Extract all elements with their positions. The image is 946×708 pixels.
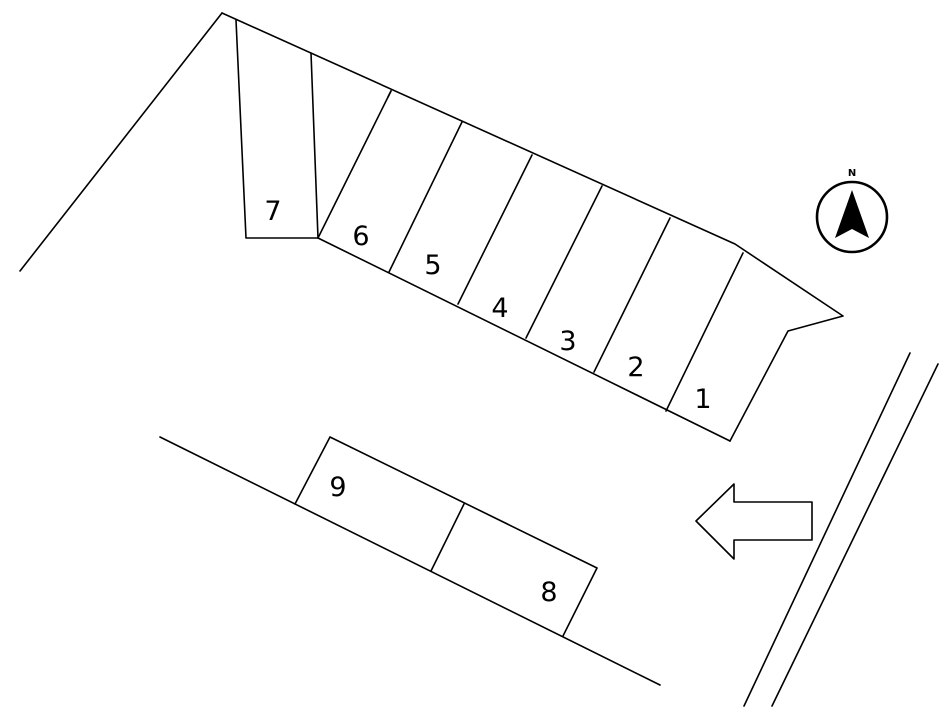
lot-boundary-west [19, 12, 223, 272]
space-label-9: 9 [329, 472, 346, 503]
lower-row-spaces-outline [294, 436, 598, 637]
upper-row-back-boundary [221, 12, 844, 442]
space-label-2: 2 [627, 352, 644, 383]
space-7-outline [235, 19, 319, 239]
space-label-4: 4 [491, 293, 508, 324]
road-edge-outer [771, 363, 939, 707]
space-2-1-divider [593, 217, 671, 373]
space-7-6-divider [310, 52, 319, 239]
space-5-4-divider [388, 121, 463, 273]
entrance-arrow-icon [695, 483, 813, 560]
upper-row-front-edge [317, 237, 731, 442]
compass: N [815, 168, 889, 254]
space-1-divider [665, 252, 744, 412]
space-label-6: 6 [352, 221, 369, 252]
space-label-5: 5 [424, 250, 441, 281]
space-4-3-divider [457, 154, 533, 305]
space-label-7: 7 [264, 196, 281, 227]
space-9-8-divider [430, 503, 465, 572]
space-label-8: 8 [540, 577, 557, 608]
compass-ring [815, 180, 889, 254]
space-label-1: 1 [694, 384, 711, 415]
lower-row-boundary [159, 436, 661, 686]
north-arrow-icon [835, 190, 869, 238]
space-3-2-divider [525, 185, 603, 339]
space-6-5-divider-main [317, 90, 392, 239]
compass-north-label: N [848, 168, 856, 179]
space-label-3: 3 [559, 326, 576, 357]
road-edge-inner [743, 352, 911, 707]
